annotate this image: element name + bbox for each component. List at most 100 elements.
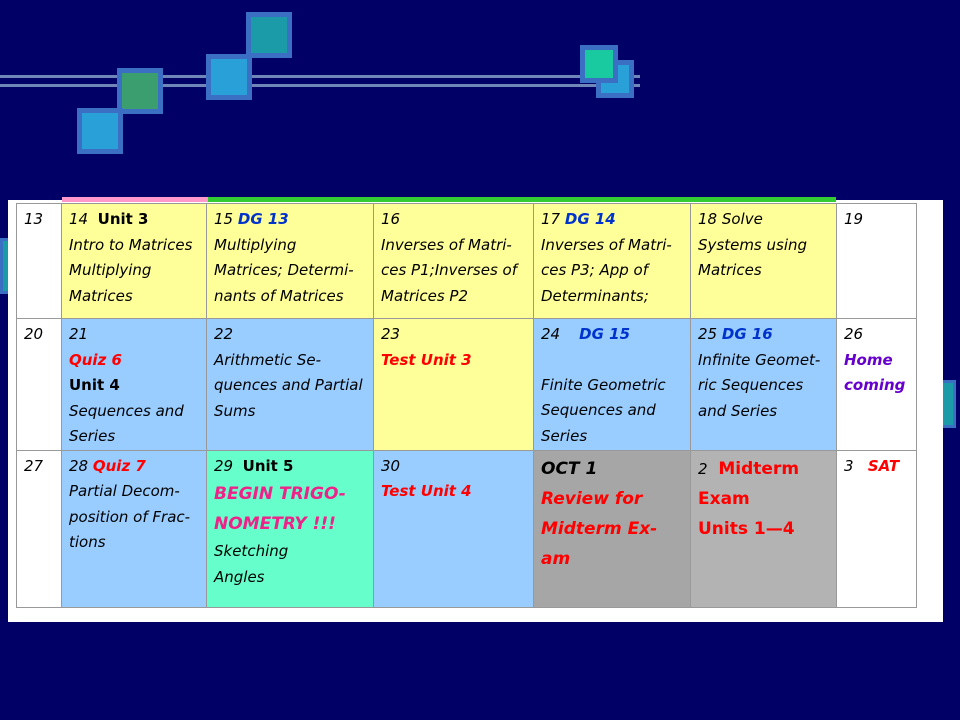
day-cell-20: 20 bbox=[16, 318, 62, 451]
trig-label: BEGIN TRIGO- bbox=[214, 484, 346, 504]
cell-text: Series bbox=[69, 427, 116, 445]
cell-text: Finite Geometric bbox=[541, 375, 666, 394]
cell-text: Matrices bbox=[69, 286, 133, 305]
day-number: 18 Solve bbox=[698, 210, 763, 228]
dg-label: DG 13 bbox=[237, 210, 289, 228]
decorative-square bbox=[117, 68, 163, 114]
day-number: 21 bbox=[69, 325, 89, 343]
header-strip-pink bbox=[62, 197, 208, 202]
decorative-square bbox=[246, 12, 292, 58]
quiz-label: Quiz 6 bbox=[69, 350, 122, 369]
cell-text: ces P3; App of bbox=[541, 261, 648, 279]
dg-label: DG 14 bbox=[564, 210, 616, 228]
calendar-week-row: 20 21 Quiz 6 Unit 4 Sequences and Series… bbox=[16, 318, 917, 451]
decorative-line-top bbox=[0, 75, 640, 78]
sat-label: SAT bbox=[867, 456, 900, 475]
day-number: 2 bbox=[698, 459, 708, 478]
day-cell-13: 13 bbox=[16, 203, 62, 319]
event-label: Home bbox=[844, 350, 893, 369]
day-number: 22 bbox=[214, 325, 234, 343]
day-number: 17 bbox=[541, 210, 561, 228]
day-cell-21: 21 Quiz 6 Unit 4 Sequences and Series bbox=[61, 318, 207, 451]
review-label: Review for bbox=[541, 488, 643, 509]
test-label: Test Unit 3 bbox=[381, 350, 472, 369]
cell-text: Intro to Matrices bbox=[69, 235, 193, 254]
dg-label: DG 16 bbox=[721, 325, 773, 343]
unit-label: Unit 5 bbox=[242, 456, 294, 475]
day-cell-17: 17 DG 14 Inverses of Matri- ces P3; App … bbox=[533, 203, 691, 319]
day-cell-oct-1: OCT 1 Review for Midterm Ex- am bbox=[533, 449, 691, 608]
dg-label: DG 15 bbox=[579, 325, 631, 343]
midterm-label: Units 1—4 bbox=[698, 518, 795, 539]
decorative-square bbox=[580, 45, 618, 83]
day-number: 16 bbox=[381, 210, 401, 228]
day-cell-2: 2 Midterm Exam Units 1—4 bbox=[690, 449, 837, 608]
cell-text: Matrices; Determi- bbox=[214, 261, 354, 279]
cell-text: Systems using bbox=[698, 235, 808, 254]
cell-text: Sequences and bbox=[541, 401, 656, 419]
day-number: 30 bbox=[381, 456, 401, 475]
day-number: 25 bbox=[698, 325, 718, 343]
day-number: 26 bbox=[844, 325, 864, 343]
decorative-line-bottom bbox=[0, 84, 640, 87]
day-cell-24: 24 DG 15 Finite Geometric Sequences and … bbox=[533, 318, 691, 451]
blank-line bbox=[541, 348, 686, 373]
cell-text: Arithmetic Se- bbox=[214, 350, 322, 369]
cell-text: quences and Partial bbox=[214, 376, 363, 394]
day-number: 20 bbox=[24, 325, 44, 343]
day-cell-25: 25 DG 16 Infinite Geomet- ric Sequences … bbox=[690, 318, 837, 451]
day-number: 29 bbox=[214, 456, 234, 475]
decorative-square bbox=[206, 54, 252, 100]
cell-text: Inverses of Matri- bbox=[381, 235, 512, 254]
cell-text: Angles bbox=[214, 567, 265, 586]
cell-text: Series bbox=[541, 426, 588, 445]
day-cell-3: 3 SAT bbox=[836, 449, 917, 608]
day-cell-26: 26 Home coming bbox=[836, 318, 917, 451]
day-cell-15: 15 DG 13 Multiplying Matrices; Determi- … bbox=[206, 203, 374, 319]
day-number: 24 bbox=[541, 325, 561, 343]
day-cell-16: 16 Inverses of Matri- ces P1;Inverses of… bbox=[373, 203, 534, 319]
cell-text: Inverses of Matri- bbox=[541, 235, 672, 254]
decorative-square bbox=[77, 108, 123, 154]
calendar-week-row: 13 14 Unit 3 Intro to Matrices Multiplyi… bbox=[16, 203, 917, 319]
trig-label: NOMETRY !!! bbox=[214, 514, 336, 534]
day-cell-29: 29 Unit 5 BEGIN TRIGO- NOMETRY !!! Sketc… bbox=[206, 449, 374, 608]
day-cell-22: 22 Arithmetic Se- quences and Partial Su… bbox=[206, 318, 374, 451]
unit-label: Unit 3 bbox=[97, 210, 149, 228]
cell-text: Matrices P2 bbox=[381, 286, 468, 305]
day-cell-30: 30 Test Unit 4 bbox=[373, 449, 534, 608]
test-label: Test Unit 4 bbox=[381, 482, 472, 500]
calendar-table: 13 14 Unit 3 Intro to Matrices Multiplyi… bbox=[16, 203, 917, 608]
cell-text: ces P1;Inverses of bbox=[381, 261, 517, 279]
cell-text: Multiplying bbox=[69, 261, 152, 279]
cell-text: tions bbox=[69, 533, 106, 551]
midterm-label: Midterm bbox=[718, 458, 800, 479]
review-label: am bbox=[541, 548, 571, 569]
cell-text: Sums bbox=[214, 401, 256, 420]
day-number: 23 bbox=[381, 325, 401, 343]
day-cell-23: 23 Test Unit 3 bbox=[373, 318, 534, 451]
day-cell-27: 27 bbox=[16, 449, 62, 608]
cell-text: Sequences and bbox=[69, 401, 184, 420]
review-label: Midterm Ex- bbox=[541, 518, 658, 539]
cell-text: Infinite Geomet- bbox=[698, 350, 821, 369]
calendar-week-row: 27 28 Quiz 7 Partial Decom- position of … bbox=[16, 449, 917, 608]
cell-text: ric Sequences bbox=[698, 376, 804, 394]
day-cell-14: 14 Unit 3 Intro to Matrices Multiplying … bbox=[61, 203, 207, 319]
cell-text: Matrices bbox=[698, 261, 762, 279]
day-cell-18: 18 Solve Systems using Matrices bbox=[690, 203, 837, 319]
day-number: 14 bbox=[69, 210, 89, 228]
midterm-label: Exam bbox=[698, 488, 750, 509]
cell-text: nants of Matrices bbox=[214, 286, 344, 305]
quiz-label: Quiz 7 bbox=[92, 456, 146, 475]
day-number: 27 bbox=[24, 456, 44, 475]
unit-label: Unit 4 bbox=[69, 376, 120, 394]
cell-text: Partial Decom- bbox=[69, 482, 180, 500]
cell-text: Sketching bbox=[214, 542, 289, 560]
day-number: 3 bbox=[844, 456, 854, 475]
day-number: 28 bbox=[69, 456, 89, 475]
cell-text: position of Frac- bbox=[69, 507, 191, 526]
day-number: 13 bbox=[24, 210, 44, 228]
day-number: OCT 1 bbox=[541, 458, 598, 479]
day-cell-19: 19 bbox=[836, 203, 917, 319]
